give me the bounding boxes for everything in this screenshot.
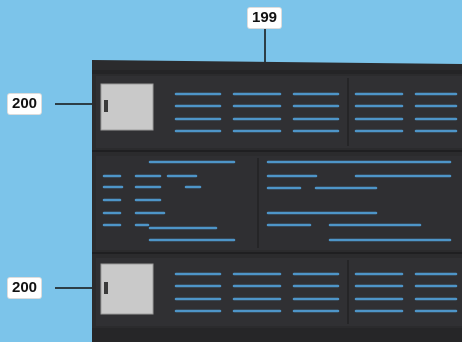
rack-panel [92, 60, 462, 342]
callout-label-200-bottom: 200 [8, 278, 42, 298]
blue-line-group [102, 92, 458, 313]
callout-label-199: 199 [248, 8, 282, 28]
callout-label-200-top: 200 [8, 94, 42, 114]
vent-grille-icon [100, 263, 154, 315]
vent-grille-icon [100, 83, 154, 131]
port-module-top [100, 83, 154, 131]
port-module-bottom [100, 263, 154, 315]
